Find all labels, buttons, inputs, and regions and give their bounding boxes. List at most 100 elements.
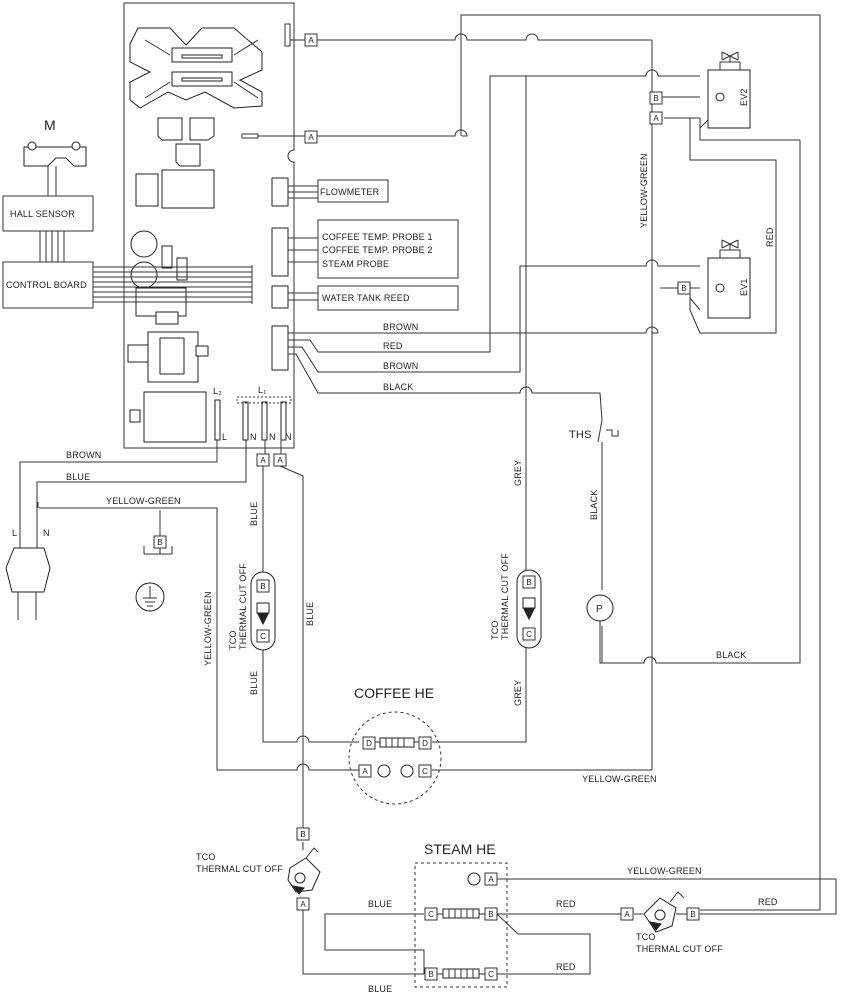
svg-text:D: D [366, 739, 372, 748]
motor-label: M [44, 117, 56, 133]
svg-text:B: B [488, 910, 493, 919]
tco-right-sub: THERMAL CUT OFF [636, 944, 723, 954]
steam-he-label: STEAM HE [424, 841, 496, 857]
steam-he-element: A C B B C [414, 862, 508, 988]
plug-l-label: L [12, 528, 17, 538]
svg-text:B: B [157, 538, 162, 547]
terminal-n1: N [250, 432, 257, 442]
tco-bottom-title: TCO [196, 852, 216, 862]
svg-text:C: C [526, 630, 532, 639]
wire-blue-b: BLUE [305, 602, 315, 626]
svg-text:A: A [308, 133, 314, 142]
wire-yg-plug: YELLOW-GREEN [106, 496, 181, 506]
ev1-valve [707, 239, 751, 319]
wire-yg-ev: YELLOW-GREEN [639, 153, 649, 228]
wire-blue-steam1: BLUE [368, 899, 392, 909]
ev2-label: EV2 [739, 88, 749, 106]
board-ic-chips [127, 117, 215, 443]
connector-boxes: A A B A B A A B B A A B [153, 33, 700, 921]
wire-black-bottom: BLACK [716, 650, 747, 660]
probe3-label: STEAM PROBE [322, 259, 389, 269]
svg-text:A: A [624, 910, 630, 919]
svg-text:C: C [260, 632, 266, 641]
wire-blue-steam2: BLUE [368, 984, 392, 994]
wire-black-ths: BLACK [589, 489, 599, 520]
wire-yg-steam: YELLOW-GREEN [627, 866, 702, 876]
wire-yg-bottom: YELLOW-GREEN [582, 774, 657, 784]
tco-mid-sub: THERMAL CUT OFF [500, 553, 510, 640]
ev2-valve [707, 51, 751, 129]
wire-red-steam2: RED [556, 962, 576, 972]
flowmeter-box [317, 179, 389, 203]
pump-label: P [596, 604, 603, 615]
svg-text:B: B [690, 910, 695, 919]
wire-red-steam1: RED [556, 899, 576, 909]
svg-text:B: B [300, 830, 305, 839]
svg-text:B: B [260, 582, 265, 591]
tco-bottom-sub: THERMAL CUT OFF [196, 864, 283, 874]
wire-brown: BROWN [383, 322, 419, 332]
tco-bottom-icon [287, 847, 321, 895]
control-board-harness [93, 265, 253, 304]
terminal-l2: L₂ [213, 386, 222, 396]
ev1-label: EV1 [739, 278, 749, 296]
board-connectors [241, 23, 291, 371]
wire-yg-left: YELLOW-GREEN [203, 591, 213, 666]
wire-blue-a: BLUE [249, 502, 259, 526]
probe2-label: COFFEE TEMP. PROBE 2 [322, 245, 433, 255]
svg-text:A: A [362, 767, 368, 776]
svg-text:C: C [422, 767, 428, 776]
probe1-label: COFFEE TEMP. PROBE 1 [322, 232, 433, 242]
wire-red-steam3: RED [758, 897, 778, 907]
pump-icon [586, 594, 614, 622]
tco-mid-icon: B C [516, 569, 542, 649]
coffee-he-element: D D A C [348, 711, 442, 805]
control-board-label: CONTROL BOARD [6, 280, 87, 290]
wire-red-ev: RED [765, 227, 775, 247]
reed-label: WATER TANK REED [322, 293, 410, 303]
svg-text:A: A [308, 36, 314, 45]
tco-left-title: TCO [228, 630, 238, 650]
svg-text:A: A [260, 456, 266, 465]
ths-label: THS [569, 429, 592, 441]
reed-box [317, 285, 459, 311]
wire-brown2: BROWN [383, 361, 419, 371]
board-relay-icon [129, 27, 263, 109]
svg-text:C: C [488, 970, 494, 979]
terminal-l1: L₁ [258, 385, 266, 395]
hall-wires [39, 231, 65, 262]
flowmeter-label: FLOWMETER [320, 187, 380, 197]
motor-icon [23, 141, 87, 196]
ths-switch-icon [597, 419, 619, 443]
svg-text:D: D [422, 739, 428, 748]
tco-left-icon: B C [250, 571, 276, 651]
svg-text:A: A [300, 900, 306, 909]
wire-brown-plug: BROWN [66, 450, 102, 460]
svg-text:A: A [277, 456, 283, 465]
hall-sensor-label: HALL SENSOR [10, 209, 75, 219]
terminal-l: L [222, 432, 227, 442]
svg-text:A: A [488, 875, 494, 884]
svg-text:A: A [653, 114, 659, 123]
control-board-box [2, 261, 94, 309]
terminal-n2: N [269, 432, 276, 442]
wire-grey-bottom: GREY [513, 680, 523, 706]
svg-text:B: B [681, 284, 686, 293]
svg-text:B: B [653, 94, 658, 103]
terminal-n3: N [285, 432, 292, 442]
tco-right-icon [643, 891, 687, 933]
hall-sensor-box [2, 195, 94, 232]
coffee-he-label: COFFEE HE [354, 685, 434, 701]
earth-symbol-icon [135, 546, 173, 612]
svg-text:B: B [428, 970, 433, 979]
tco-right-title: TCO [636, 932, 656, 942]
wire-blue-plug: BLUE [66, 472, 90, 482]
tco-left-sub: THERMAL CUT OFF [238, 563, 248, 650]
power-plug-icon [5, 530, 51, 620]
wire-grey-top: GREY [513, 460, 523, 486]
svg-text:B: B [526, 578, 531, 587]
wire-blue-c: BLUE [249, 671, 259, 695]
wire-red: RED [383, 341, 403, 351]
